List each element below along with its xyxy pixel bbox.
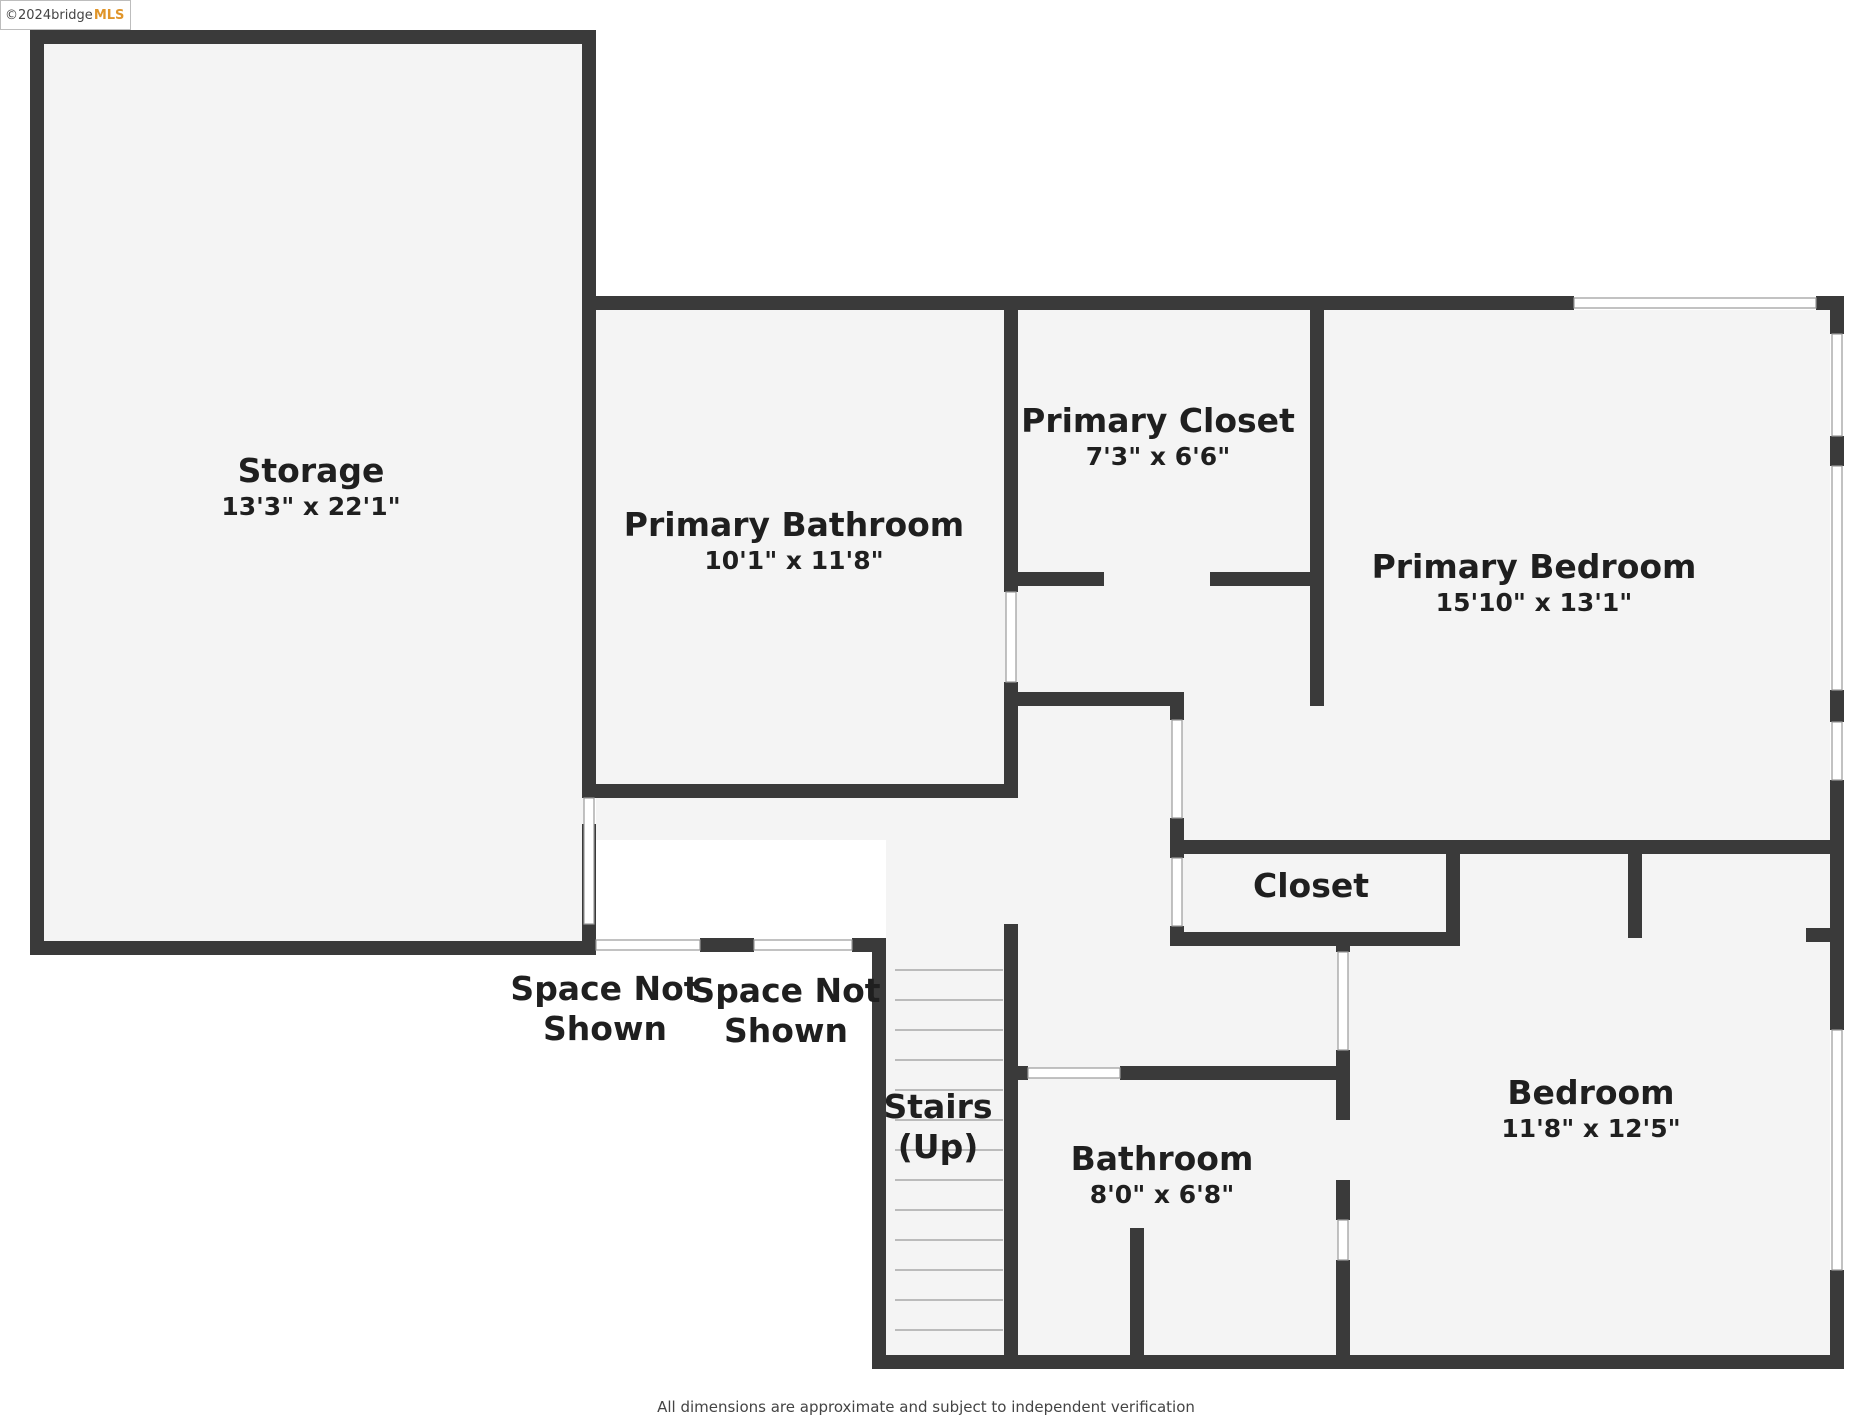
room-bedroom-name: Bedroom (1507, 1073, 1674, 1112)
mls-badge: ©2024 bridge MLS (0, 0, 132, 30)
room-primary-bathroom-dims: 10'1" x 11'8" (704, 546, 883, 575)
badge-brand: bridge (51, 7, 93, 23)
room-bedroom: Bedroom 11'8" x 12'5" (1501, 1073, 1680, 1143)
space-not-shown-1-line1: Space Not (510, 969, 699, 1008)
space-not-shown-1-line2: Shown (543, 1009, 667, 1048)
stairs-treads (895, 969, 1003, 1331)
badge-brand-accent: MLS (93, 7, 125, 23)
room-bedroom-dims: 11'8" x 12'5" (1501, 1114, 1680, 1143)
room-bathroom-dims: 8'0" x 6'8" (1090, 1180, 1234, 1209)
windows (583, 297, 1843, 1271)
room-closet-name: Closet (1253, 866, 1369, 905)
room-storage-name: Storage (238, 451, 385, 490)
room-primary-bedroom-name: Primary Bedroom (1372, 547, 1697, 586)
space-not-shown-1: Space Not Shown (510, 969, 699, 1048)
floor-lower-wing (886, 840, 1830, 1355)
space-not-shown-2-line1: Space Not (691, 971, 880, 1010)
room-storage: Storage 13'3" x 22'1" (221, 451, 400, 521)
room-primary-bedroom-dims: 15'10" x 13'1" (1436, 588, 1633, 617)
room-bathroom: Bathroom 8'0" x 6'8" (1071, 1139, 1254, 1209)
room-primary-bathroom-name: Primary Bathroom (624, 505, 964, 544)
disclaimer-text: All dimensions are approximate and subje… (657, 1398, 1195, 1416)
room-stairs-line2: (Up) (898, 1127, 979, 1166)
room-primary-bathroom: Primary Bathroom 10'1" x 11'8" (624, 505, 964, 575)
room-storage-dims: 13'3" x 22'1" (221, 492, 400, 521)
room-closet: Closet (1253, 866, 1369, 905)
room-stairs: Stairs (Up) (883, 1087, 992, 1166)
badge-copyright: ©2024 (5, 7, 52, 23)
room-primary-bedroom: Primary Bedroom 15'10" x 13'1" (1372, 547, 1697, 617)
floor-storage (44, 44, 586, 941)
room-primary-closet-name: Primary Closet (1021, 401, 1295, 440)
room-primary-closet: Primary Closet 7'3" x 6'6" (1021, 401, 1295, 471)
room-primary-closet-dims: 7'3" x 6'6" (1086, 442, 1230, 471)
room-bathroom-name: Bathroom (1071, 1139, 1254, 1178)
room-stairs-line1: Stairs (883, 1087, 992, 1126)
space-not-shown-2-line2: Shown (724, 1011, 848, 1050)
space-not-shown-2: Space Not Shown (691, 971, 880, 1050)
